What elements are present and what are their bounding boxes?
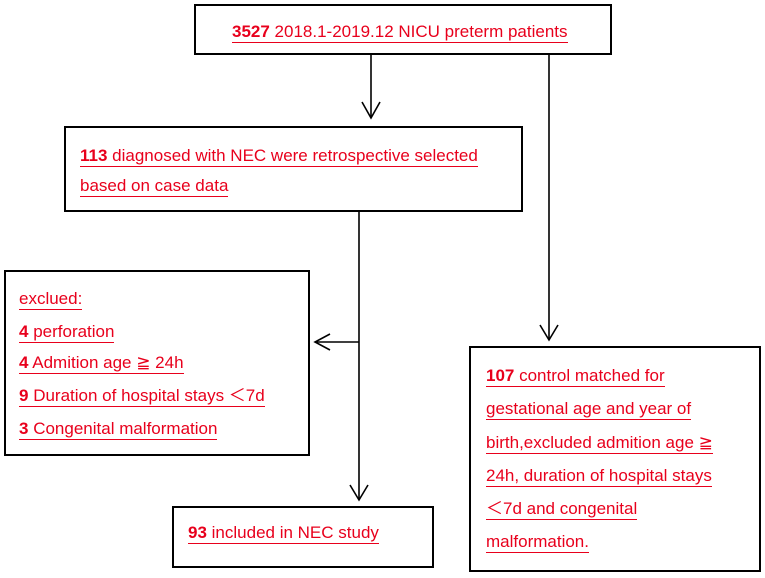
- control-box-line-6: malformation.: [486, 532, 589, 553]
- excluded-item: 4 perforation: [19, 322, 115, 343]
- excluded-item: 3 Congenital malformation: [19, 419, 218, 440]
- excluded-item-count: 9: [19, 386, 29, 405]
- excluded-item: 9 Duration of hospital stays ＜7d: [19, 386, 265, 407]
- control-box-line-4: 24h, duration of hospital stays: [486, 466, 712, 487]
- box-nec-diagnosed: 113 diagnosed with NEC were retrospectiv…: [64, 126, 523, 212]
- top-box-label: 2018.1-2019.12 NICU preterm patients: [269, 22, 568, 41]
- control-box-line-5: ＜7d and congenital: [486, 499, 638, 520]
- included-box-text: 93 included in NEC study: [188, 523, 379, 544]
- excluded-item-count: 3: [19, 419, 29, 438]
- excluded-item-count: 4: [19, 353, 29, 372]
- control-box-count: 107: [486, 366, 515, 385]
- box-control-group: 107 control matched for gestational age …: [469, 346, 761, 572]
- excluded-item-count: 4: [19, 322, 29, 341]
- nec-box-line-2: based on case data: [80, 176, 229, 197]
- box-all-preterm-patients: 3527 2018.1-2019.12 NICU preterm patient…: [194, 4, 612, 55]
- control-box-line-1-text: control matched for: [514, 366, 665, 385]
- top-box-text: 3527 2018.1-2019.12 NICU preterm patient…: [232, 22, 568, 43]
- excluded-header: exclued:: [19, 289, 83, 310]
- included-box-count: 93: [188, 523, 207, 542]
- nec-box-line-1: 113 diagnosed with NEC were retrospectiv…: [80, 146, 478, 167]
- excluded-item-label: Duration of hospital stays ＜7d: [28, 386, 265, 405]
- excluded-item-label: Congenital malformation: [28, 419, 218, 438]
- box-excluded: exclued: 4 perforation 4 Admition age ≧ …: [4, 270, 310, 456]
- included-box-label: included in NEC study: [206, 523, 379, 542]
- box-included-nec-study: 93 included in NEC study: [172, 506, 434, 568]
- excluded-item-label: perforation: [28, 322, 115, 341]
- excluded-item-label: Admition age ≧ 24h: [28, 353, 184, 372]
- excluded-item: 4 Admition age ≧ 24h: [19, 353, 184, 374]
- control-box-line-3: birth,excluded admition age ≧: [486, 433, 713, 454]
- control-box-line-2: gestational age and year of: [486, 399, 692, 420]
- control-box-line-1: 107 control matched for: [486, 366, 665, 387]
- top-box-count: 3527: [232, 22, 270, 41]
- nec-box-line-1-text: diagnosed with NEC were retrospective se…: [107, 146, 478, 165]
- nec-box-count: 113: [80, 146, 108, 165]
